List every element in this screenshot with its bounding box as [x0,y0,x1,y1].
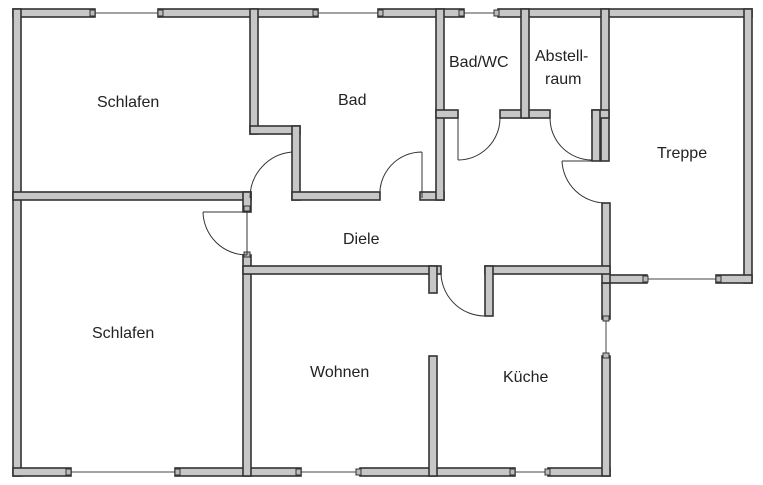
wall-top-1 [12,8,96,18]
wall-right [743,8,753,284]
doors [202,117,607,317]
label-bad: Bad [338,92,366,109]
wall-wohnen-kueche [428,355,438,477]
wall-top-2 [157,8,319,18]
walls [12,8,753,477]
wall-top-4 [497,8,753,18]
wall-kitchen-door-jamb [484,265,494,317]
wall-abstell-jamb [591,109,601,162]
door-bad-wc [457,117,501,161]
wall-bottom-1 [12,467,72,477]
wall-schlafen-bad [249,8,259,135]
label-diele: Diele [343,231,380,248]
label-abstellraum-line1: Abstell- [535,48,588,65]
label-kueche: Küche [503,369,548,386]
label-bad-wc: Bad/WC [449,54,509,71]
wall-schlafen-horizontal [12,191,252,201]
door-bad [379,151,423,199]
wall-bad-jog-v [291,125,301,201]
wall-bad-bottom [291,191,381,201]
wall-bottom-2 [174,467,302,477]
wall-badwc-bottom-left [435,109,459,119]
door-schlafen-2 [202,211,248,256]
wall-top-3 [377,8,465,18]
wall-bad-badwc [435,8,445,201]
door-treppe [561,160,607,204]
label-wohnen: Wohnen [310,364,369,381]
door-kueche [440,269,486,317]
door-abstellraum [549,117,593,161]
wall-kitchen-right-lower [601,355,611,477]
door-schlafen-1 [249,151,293,199]
wall-diele-stub [428,265,438,294]
label-treppe: Treppe [657,145,707,162]
wall-abstell-treppe [600,8,610,162]
wall-bottom-4 [547,467,611,477]
windows [65,9,722,476]
wall-diele-bottom-left [242,265,442,275]
wall-schlafen2-right [242,254,252,477]
wall-badwc-abstell [520,8,530,119]
wall-diele-bottom-right [484,265,611,275]
label-abstellraum-line2: raum [545,71,581,88]
label-schlafen-1: Schlafen [97,94,159,111]
wall-left [12,8,22,477]
label-schlafen-2: Schlafen [92,325,154,342]
room-labels: Schlafen Bad Bad/WC Abstell- raum Treppe… [92,48,707,386]
wall-kitchen-right-upper [601,282,611,320]
